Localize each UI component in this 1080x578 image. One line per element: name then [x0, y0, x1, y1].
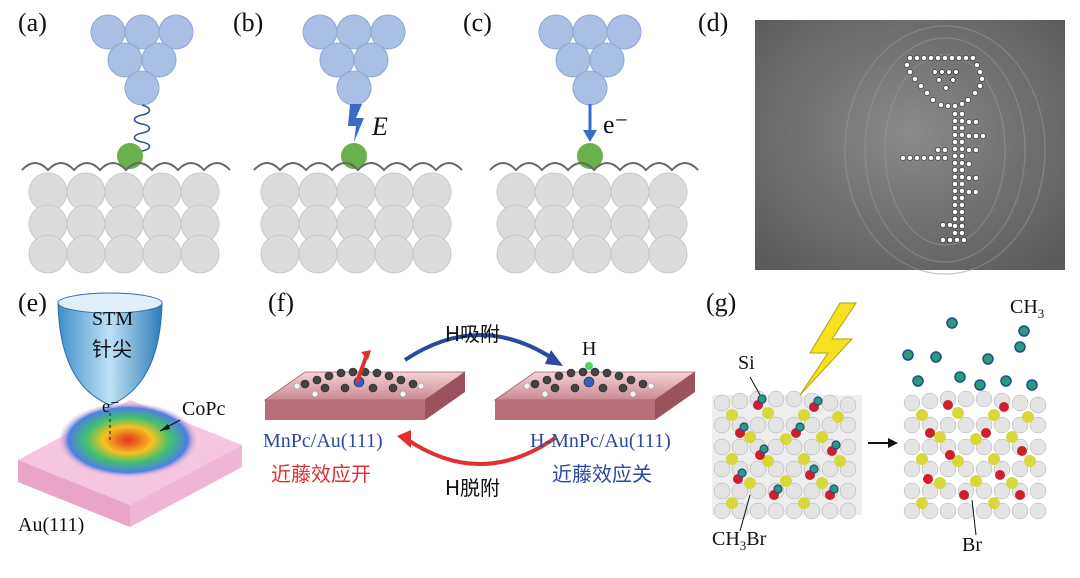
stm-image	[755, 20, 1065, 275]
field-symbol: E	[372, 112, 388, 141]
electron-symbol-c: e⁻	[603, 110, 629, 139]
panel-label-g: (g)	[706, 288, 737, 317]
right-sample-label: H-MnPc/Au(111)	[530, 430, 671, 452]
panel-label-f: (f)	[268, 288, 294, 317]
electron-symbol-e: e⁻	[102, 396, 120, 416]
panel-c-diagram	[489, 14, 699, 274]
panel-b-diagram	[253, 14, 463, 274]
ch3-main: CH	[1010, 296, 1038, 318]
ch3br-label: CH3Br	[712, 528, 766, 554]
panel-label-c: (c)	[463, 8, 492, 37]
br-label: Br	[962, 534, 982, 556]
stm-tip-label-1: STM	[92, 308, 134, 330]
panel-f-diagram	[263, 333, 697, 466]
kondo-on-label: 近藤效应开	[271, 462, 371, 486]
desorb-label: H脱附	[445, 476, 501, 500]
h-atom-label: H	[582, 338, 597, 360]
ch3-label: CH3	[1010, 296, 1044, 322]
copc-label: CoPc	[182, 398, 226, 420]
si-label: Si	[738, 352, 755, 374]
ch3br-main: CH	[712, 528, 740, 550]
h-mnpc-molecule	[530, 367, 648, 393]
panel-label-a: (a)	[18, 8, 47, 37]
panel-label-d: (d)	[698, 8, 729, 37]
lightning-icon	[799, 302, 857, 396]
key-atom-pattern	[900, 55, 986, 243]
panel-e-diagram	[18, 292, 242, 527]
panel-label-e: (e)	[18, 288, 47, 317]
kondo-off-label: 近藤效应关	[552, 462, 652, 486]
panel-label-b: (b)	[233, 8, 264, 37]
left-sample-label: MnPc/Au(111)	[263, 430, 383, 452]
stm-tip-label-2: 针尖	[92, 337, 132, 361]
adsorb-label: H吸附	[445, 322, 501, 346]
ch3br-subscript: 3	[739, 538, 747, 553]
panel-g-diagram	[712, 302, 1047, 536]
ch3-subscript: 3	[1037, 306, 1045, 321]
panel-a-diagram	[21, 14, 231, 274]
ch3br-end: Br	[746, 528, 767, 550]
desorb-arrow	[403, 436, 557, 466]
adsorb-arrow	[403, 333, 557, 362]
au111-label-e: Au(111)	[18, 514, 85, 536]
